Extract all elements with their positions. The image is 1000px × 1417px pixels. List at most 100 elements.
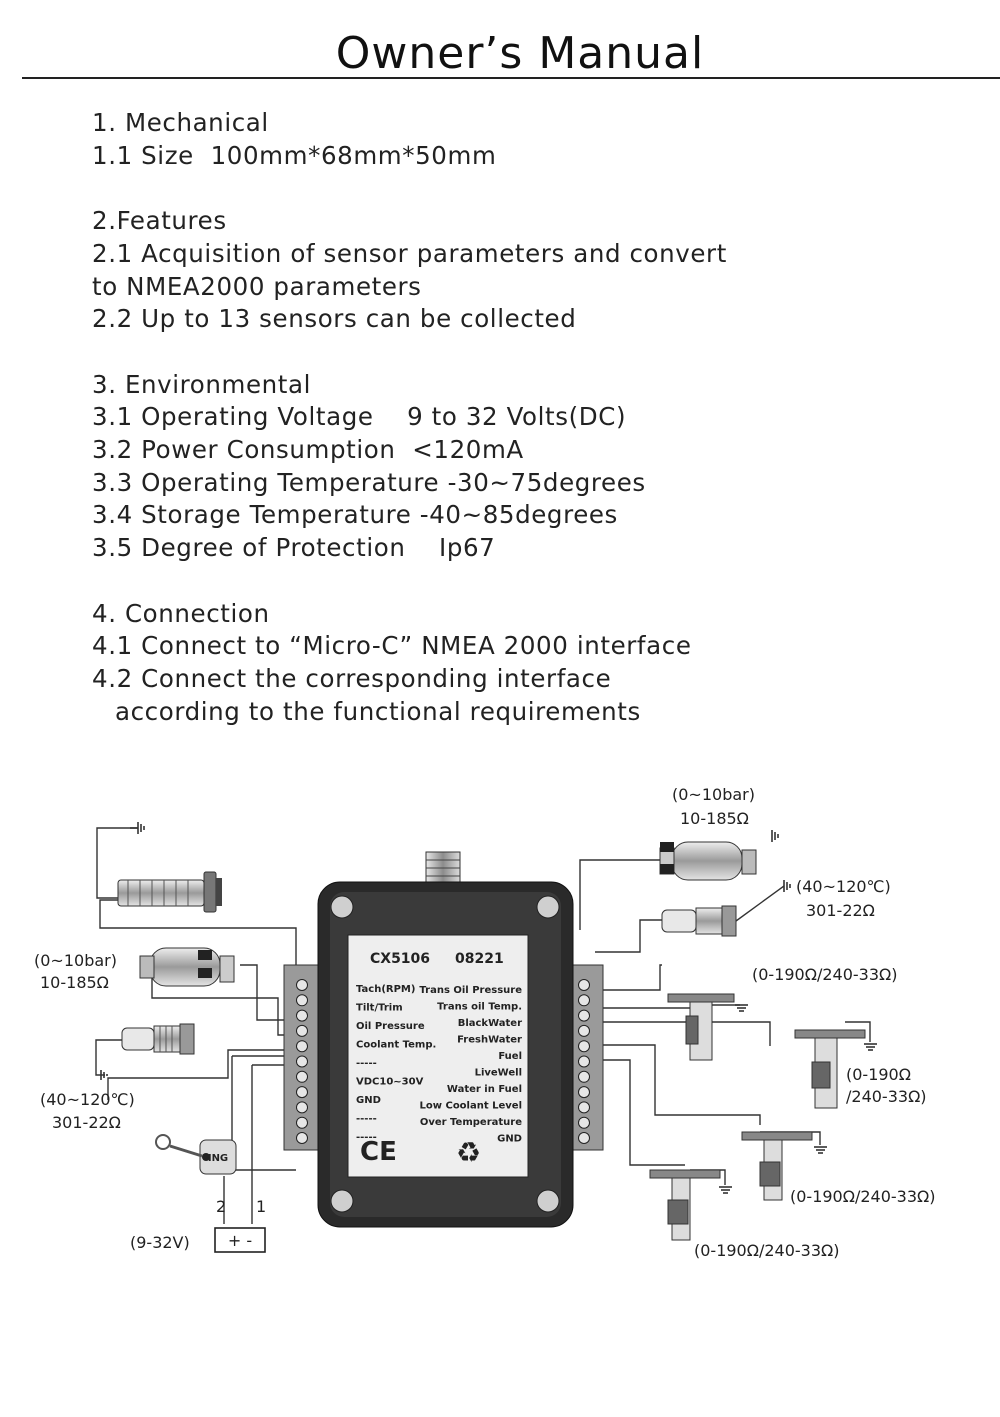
right-temp-ohm: 301-22Ω — [806, 901, 875, 920]
wiring-diagram: ING + - CX5106 08221 CE ♻ Tach(RPM) Tilt/… — [34, 785, 936, 1260]
terminal-screw — [578, 1132, 590, 1144]
left-pin-label: ----- — [356, 1058, 377, 1069]
right-pressure-range: (0~10bar) — [672, 785, 755, 804]
terminal-screw — [578, 1101, 590, 1114]
battery: + - — [214, 1227, 266, 1253]
terminal-screw — [296, 1055, 308, 1068]
manual-text: 1. Mechanical 1.1 Size 100mm*68mm*50mm 2.F… — [92, 107, 727, 728]
right-pin-label: Low Coolant Level — [420, 1101, 522, 1112]
manual-line — [92, 172, 727, 205]
cx5106-device: CX5106 08221 CE ♻ — [283, 851, 604, 1228]
terminal-screw — [296, 1101, 308, 1114]
terminal-screw — [578, 1070, 590, 1083]
right-pin-label: Water in Fuel — [447, 1084, 522, 1095]
level-2-range-b: /240-33Ω) — [846, 1087, 927, 1106]
right-pin-label: GND — [497, 1134, 522, 1145]
right-pin-label: Trans oil Temp. — [437, 1002, 522, 1013]
right-temp-range: (40~120℃) — [796, 877, 891, 896]
level-sender-3 — [741, 1131, 813, 1201]
terminal-screw — [296, 1086, 308, 1099]
manual-line: 4. Connection — [92, 598, 270, 628]
left-pressure-ohm: 10-185Ω — [40, 973, 109, 992]
level-sender-4 — [649, 1169, 721, 1241]
manual-line: 3.3 Operating Temperature -30~75degrees — [92, 467, 646, 497]
manual-line: 3.2 Power Consumption <120mA — [92, 435, 524, 464]
left-pin-label: GND — [356, 1095, 381, 1106]
supply-voltage: (9-32V) — [130, 1233, 190, 1252]
wire-2-label: 2 — [216, 1197, 226, 1216]
left-pin-label: VDC10~30V — [356, 1077, 424, 1088]
terminal-screw — [296, 1116, 308, 1129]
terminal-screw — [296, 1024, 308, 1037]
terminal-screw — [578, 979, 590, 991]
battery-terminals: + - — [228, 1231, 252, 1250]
right-pressure-ohm: 10-185Ω — [680, 809, 749, 828]
device-model: CX5106 — [370, 951, 430, 967]
left-pin-label: Coolant Temp. — [356, 1040, 436, 1051]
terminal-screw — [296, 1132, 308, 1144]
manual-line: 4.1 Connect to “Micro-C” NMEA 2000 inter… — [92, 631, 692, 661]
left-temp-ohm: 301-22Ω — [52, 1113, 121, 1132]
manual-line: 3.1 Operating Voltage 9 to 32 Volts(DC) — [92, 402, 627, 432]
terminal-screw — [296, 1040, 308, 1053]
right-pin-label: BlackWater — [458, 1018, 522, 1029]
left-pin-label: Tilt/Trim — [356, 1003, 403, 1014]
left-terminal-screws — [296, 979, 308, 1144]
terminal-screw — [578, 1009, 590, 1022]
recycle-icon: ♻ — [456, 1136, 481, 1169]
level-3-range: (0-190Ω/240-33Ω) — [790, 1187, 936, 1206]
manual-line: 1. Mechanical — [92, 108, 269, 137]
terminal-screw — [296, 979, 308, 991]
right-pin-label: LiveWell — [475, 1068, 522, 1079]
tach-sensor — [117, 871, 222, 913]
manual-line: 2.2 Up to 13 sensors can be collected — [92, 304, 577, 334]
ignition-label: ING — [208, 1153, 228, 1164]
right-pressure-sensor — [659, 841, 757, 881]
ignition-switch: ING — [155, 1134, 237, 1175]
left-temp-sensor — [121, 1023, 195, 1055]
left-pin-label: ----- — [356, 1132, 377, 1143]
level-2-range-a: (0-190Ω — [846, 1065, 911, 1084]
page-title: Owner’s Manual — [335, 28, 705, 79]
manual-line — [92, 336, 727, 369]
level-sender-2 — [794, 1029, 866, 1109]
manual-line: 4.2 Connect the corresponding interface — [92, 663, 612, 693]
device-code: 08221 — [455, 951, 504, 967]
right-pin-label: FreshWater — [457, 1035, 522, 1046]
terminal-screw — [578, 1086, 590, 1099]
manual-line: 3.4 Storage Temperature -40~85degrees — [92, 500, 618, 530]
manual-line: according to the functional requirements — [115, 696, 641, 726]
wire-1-label: 1 — [256, 1197, 266, 1216]
level-sender-1 — [667, 993, 735, 1061]
manual-line: to NMEA2000 parameters — [92, 271, 422, 301]
left-temp-range: (40~120℃) — [40, 1090, 135, 1109]
terminal-screw — [296, 994, 308, 1007]
terminal-screw — [296, 1009, 308, 1022]
left-pin-label: ----- — [356, 1114, 377, 1125]
terminal-screw — [578, 1024, 590, 1037]
right-temp-sensor — [661, 885, 785, 937]
right-pin-label: Trans Oil Pressure — [419, 985, 522, 996]
left-pressure-sensor — [139, 947, 235, 987]
terminal-screw — [578, 994, 590, 1007]
manual-line — [92, 565, 727, 598]
level-4-range: (0-190Ω/240-33Ω) — [694, 1241, 840, 1260]
level-1-range: (0-190Ω/240-33Ω) — [752, 965, 898, 984]
terminal-screw — [578, 1116, 590, 1129]
right-pin-label: Over Temperature — [420, 1117, 522, 1128]
manual-line: 2.1 Acquisition of sensor parameters and… — [92, 238, 727, 268]
right-terminal-screws — [578, 979, 590, 1144]
left-pin-label: Tach(RPM) — [356, 984, 415, 995]
left-pressure-range: (0~10bar) — [34, 951, 117, 970]
manual-line: 2.Features — [92, 206, 227, 236]
ground-symbols — [100, 822, 877, 1194]
left-pin-label: Oil Pressure — [356, 1021, 425, 1032]
terminal-screw — [578, 1055, 590, 1068]
manual-line: 3.5 Degree of Protection Ip67 — [92, 533, 496, 563]
manual-line: 3. Environmental — [92, 369, 312, 399]
manual-line: 1.1 Size 100mm*68mm*50mm — [92, 140, 497, 170]
right-pin-label: Fuel — [498, 1051, 522, 1062]
terminal-screw — [296, 1070, 308, 1083]
